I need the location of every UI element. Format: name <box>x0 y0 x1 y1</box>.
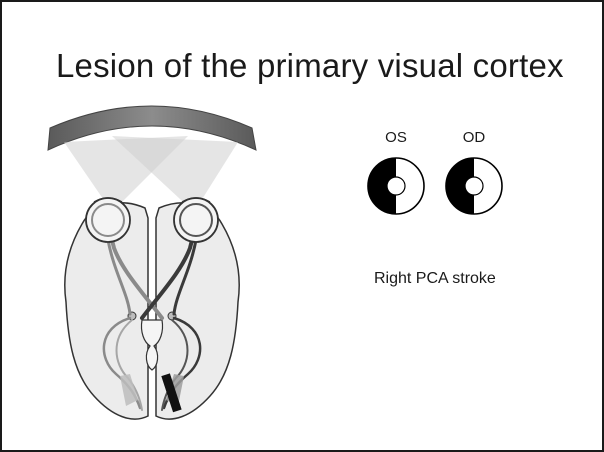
visual-field-os <box>368 158 424 214</box>
visual-field-od <box>446 158 502 214</box>
left-eyeball <box>86 198 130 242</box>
od-label: OD <box>444 129 504 146</box>
caption: Right PCA stroke <box>374 270 496 288</box>
os-label: OS <box>366 129 426 146</box>
right-eyeball <box>174 198 218 242</box>
